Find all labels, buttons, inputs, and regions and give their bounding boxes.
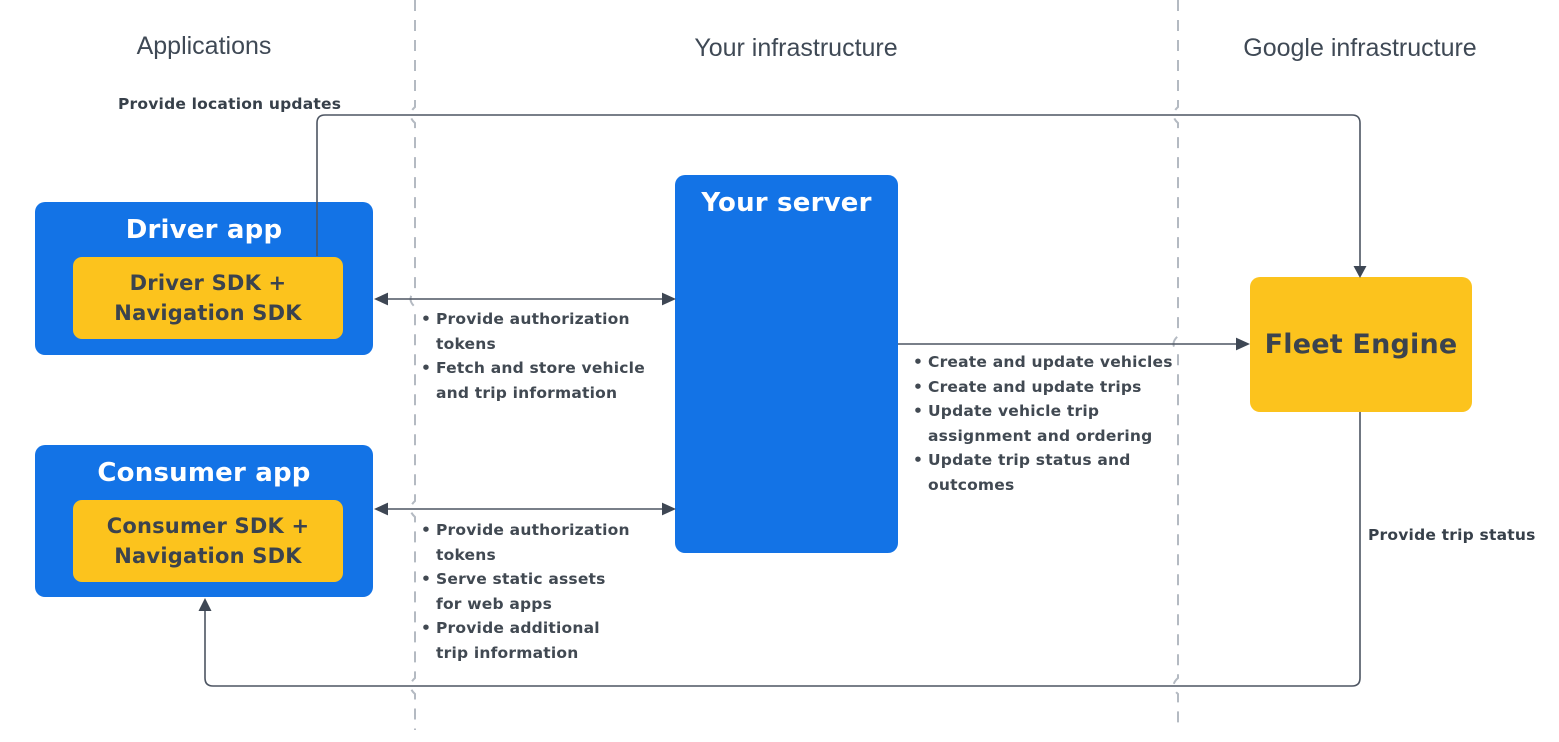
list-item: • Provide authorization tokens xyxy=(421,307,671,356)
your-server-title: Your server xyxy=(701,188,872,218)
bullet-glyph: • xyxy=(913,377,924,396)
list-item: • Provide authorization tokens xyxy=(421,518,671,567)
column-title-google-infrastructure: Google infrastructure xyxy=(1243,34,1477,62)
node-fleet-engine: Fleet Engine xyxy=(1250,277,1472,412)
list-item: • Fetch and store vehicle and trip infor… xyxy=(421,356,671,405)
bullet-glyph: • xyxy=(421,359,432,377)
consumer-app-title: Consumer app xyxy=(97,458,311,488)
consumer-sdk-box: Consumer SDK + Navigation SDK xyxy=(73,500,343,582)
bullet-glyph: • xyxy=(913,451,924,469)
label-provide-trip-status: Provide trip status xyxy=(1368,526,1536,544)
divider-applications-your-infrastructure xyxy=(409,0,416,730)
list-item: • Create and update trips xyxy=(913,375,1178,400)
column-title-applications: Applications xyxy=(136,32,272,60)
node-your-server: Your server xyxy=(675,175,898,553)
list-item: • Update trip status and outcomes xyxy=(913,448,1178,497)
consumer-sdk-label: Consumer SDK + Navigation SDK xyxy=(106,513,310,568)
bullet-glyph: • xyxy=(421,521,432,539)
notes-server-fleet: • Create and update vehicles • Create an… xyxy=(913,350,1178,497)
notes-consumer-server: • Provide authorization tokens • Serve s… xyxy=(421,518,671,665)
bullet-glyph: • xyxy=(421,570,432,588)
node-consumer-app: Consumer app Consumer SDK + Navigation S… xyxy=(35,445,373,597)
driver-sdk-box: Driver SDK + Navigation SDK xyxy=(73,257,343,339)
column-title-your-infrastructure: Your infrastructure xyxy=(694,34,898,62)
driver-sdk-label: Driver SDK + Navigation SDK xyxy=(114,270,302,325)
node-driver-app: Driver app Driver SDK + Navigation SDK xyxy=(35,202,373,355)
list-item: • Update vehicle trip assignment and ord… xyxy=(913,399,1178,448)
list-item: • Provide additional trip information xyxy=(421,616,671,665)
arrow-consumer-server-bidirectional xyxy=(374,502,676,516)
arrow-driver-server-bidirectional xyxy=(374,292,676,306)
fleet-engine-title: Fleet Engine xyxy=(1264,329,1458,360)
driver-app-title: Driver app xyxy=(125,215,283,245)
list-item: • Create and update vehicles xyxy=(913,350,1178,375)
bullet-glyph: • xyxy=(913,353,924,371)
arrow-server-to-fleet xyxy=(898,337,1250,351)
bullet-glyph: • xyxy=(421,619,432,637)
notes-driver-server: • Provide authorization tokens • Fetch a… xyxy=(421,307,671,405)
label-provide-location-updates: Provide location updates xyxy=(118,95,342,113)
bullet-glyph: • xyxy=(421,310,432,328)
list-item: • Serve static assets for web apps xyxy=(421,567,671,616)
bullet-glyph: • xyxy=(913,402,924,420)
